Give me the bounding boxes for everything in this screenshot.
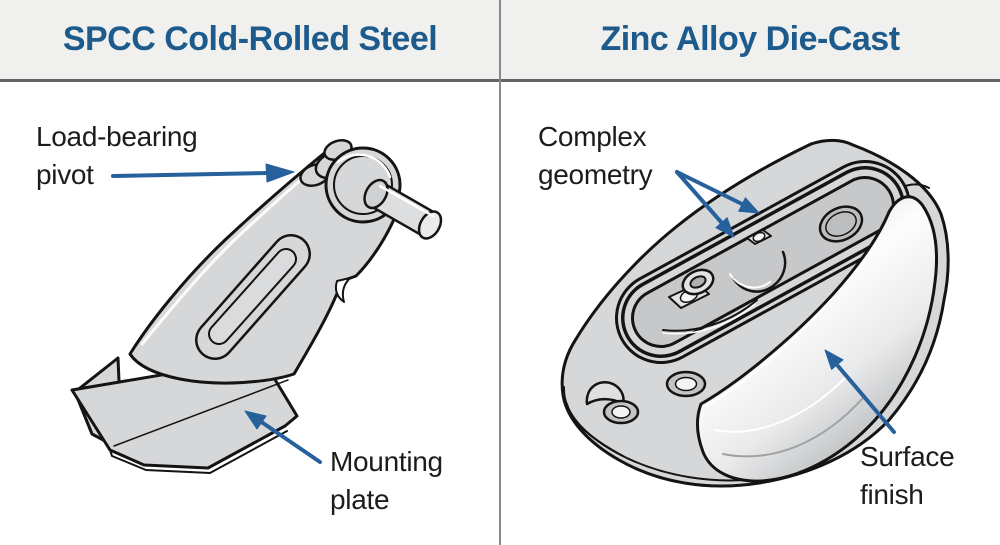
zinc-housing-illustration (560, 138, 950, 488)
callout-line: Complex (538, 121, 647, 152)
callout-surface-finish: Surface finish (860, 438, 955, 514)
callout-line: Mounting (330, 446, 443, 477)
bracket-slot (195, 234, 311, 360)
housing-flange-holes (585, 370, 707, 425)
callout-mounting-plate: Mounting plate (330, 443, 443, 519)
arrow-icon-complex-geometry-upper (675, 170, 760, 214)
callout-line: Surface (860, 441, 955, 472)
header-cell-spcc: SPCC Cold-Rolled Steel (0, 0, 500, 79)
panel-spcc: Load-bearing pivot Mounting plate (0, 82, 499, 545)
panel-divider-line (499, 0, 501, 545)
callout-line: pivot (36, 159, 94, 190)
arrow-icon-surface-finish (824, 349, 896, 434)
callout-line: plate (330, 484, 390, 515)
callout-load-bearing-pivot: Load-bearing pivot (36, 118, 198, 194)
callout-line: finish (860, 479, 924, 510)
header-cell-zinc: Zinc Alloy Die-Cast (500, 0, 1000, 79)
zinc-title: Zinc Alloy Die-Cast (600, 20, 900, 58)
spcc-bracket-illustration (70, 139, 443, 474)
pivot-pin (363, 178, 443, 240)
header-row: SPCC Cold-Rolled Steel Zinc Alloy Die-Ca… (0, 0, 1000, 79)
spcc-title: SPCC Cold-Rolled Steel (62, 20, 438, 58)
arrow-icon-mounting-plate (244, 410, 322, 464)
housing-interior-ribs (662, 205, 864, 335)
callout-line: Load-bearing (36, 121, 198, 152)
panel-zinc: Complex geometry Surface finish (501, 82, 1000, 545)
arrow-icon-load-bearing-pivot (111, 163, 295, 183)
arrow-icon-complex-geometry-lower (675, 170, 735, 238)
callout-complex-geometry: Complex geometry (538, 118, 653, 194)
callout-line: geometry (538, 159, 653, 190)
